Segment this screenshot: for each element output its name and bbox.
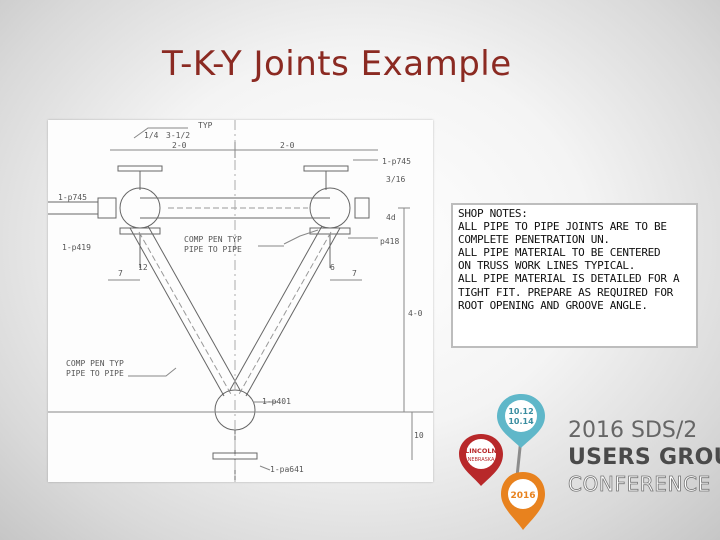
label-brace-left: 12: [138, 263, 148, 272]
label-dim-base: 10: [414, 431, 424, 440]
brace-right-outer: [245, 227, 341, 397]
label-weld-small: 1/4: [144, 131, 159, 140]
label-base-plate: 1-pa641: [270, 465, 304, 474]
label-pipe-bottom: 1-p401: [262, 397, 291, 406]
badge-city-2: NEBRASKA: [468, 457, 495, 463]
note-line: ROOT OPENING AND GROOVE ANGLE.: [458, 298, 648, 312]
badge-year: 2016: [510, 491, 535, 501]
node-left: [119, 187, 161, 229]
badge-city-1: LINCOLN: [465, 447, 497, 455]
slide-title: T-K-Y Joints Example: [162, 44, 512, 84]
node-right: [309, 187, 351, 229]
truss-joint-diagram: TYP 1/4 3-1/2 2-0 2-0 1-p745 1-p745 1-p4…: [48, 120, 433, 482]
label-seven-left: 7: [118, 269, 123, 278]
note-line: TIGHT FIT. PREPARE AS REQUIRED FOR: [458, 285, 673, 299]
label-comp-pen-mid-1: COMP PEN TYP: [184, 235, 242, 244]
cap-plate-right: [303, 165, 349, 172]
note-line: ON TRUSS WORK LINES TYPICAL.: [458, 259, 636, 273]
label-dim-r-small: 3/16: [386, 175, 405, 184]
label-span-right: 2-0: [280, 141, 295, 150]
brace-right-inner: [229, 225, 323, 391]
label-comp-pen-low-1: COMP PEN TYP: [66, 359, 124, 368]
conference-logo: 10.12 10.14 LINCOLN NEBRASKA 2016: [459, 394, 545, 530]
label-typ: TYP: [198, 121, 213, 130]
badge-dates-2: 10.14: [508, 417, 534, 426]
conference-line3: CONFERENCE: [568, 472, 711, 497]
label-seven-right: 7: [352, 269, 357, 278]
note-line: ALL PIPE TO PIPE JOINTS ARE TO BE: [458, 220, 667, 234]
label-pipe-tr: 1-p745: [382, 157, 411, 166]
label-pipe-r418: p418: [380, 237, 399, 246]
conference-title: 2016 SDS/2 USERS GROUP CONFERENCE: [568, 417, 720, 497]
conference-line1: 2016 SDS/2: [568, 418, 698, 443]
shop-notes: SHOP NOTES: ALL PIPE TO PIPE JOINTS ARE …: [451, 203, 698, 348]
label-comp-pen-low-2: PIPE TO PIPE: [66, 369, 124, 378]
label-span-left: 2-0: [172, 141, 187, 150]
note-line: ALL PIPE MATERIAL TO BE CENTERED: [458, 246, 661, 260]
cap-plate-left: [117, 165, 163, 172]
label-comp-pen-mid-2: PIPE TO PIPE: [184, 245, 242, 254]
label-brace-right: 6: [330, 263, 335, 272]
notes-heading: SHOP NOTES:: [458, 207, 528, 220]
brace-left-inner: [147, 225, 241, 391]
label-dim-top-left: 3-1/2: [166, 131, 190, 140]
label-dim-height: 4-0: [408, 309, 423, 318]
brace-left-outer: [129, 227, 225, 397]
shop-drawing: TYP 1/4 3-1/2 2-0 2-0 1-p745 1-p745 1-p4…: [48, 120, 433, 482]
label-pipe-l419: 1-p419: [62, 243, 91, 252]
badge-dates-1: 10.12: [508, 407, 533, 416]
label-dim-r-side: 4d: [386, 213, 396, 222]
conference-line2: USERS GROUP: [568, 445, 720, 470]
label-pipe-tl: 1-p745: [58, 193, 87, 202]
note-line: COMPLETE PENETRATION UN.: [458, 233, 610, 247]
note-line: ALL PIPE MATERIAL IS DETAILED FOR A: [458, 272, 680, 286]
